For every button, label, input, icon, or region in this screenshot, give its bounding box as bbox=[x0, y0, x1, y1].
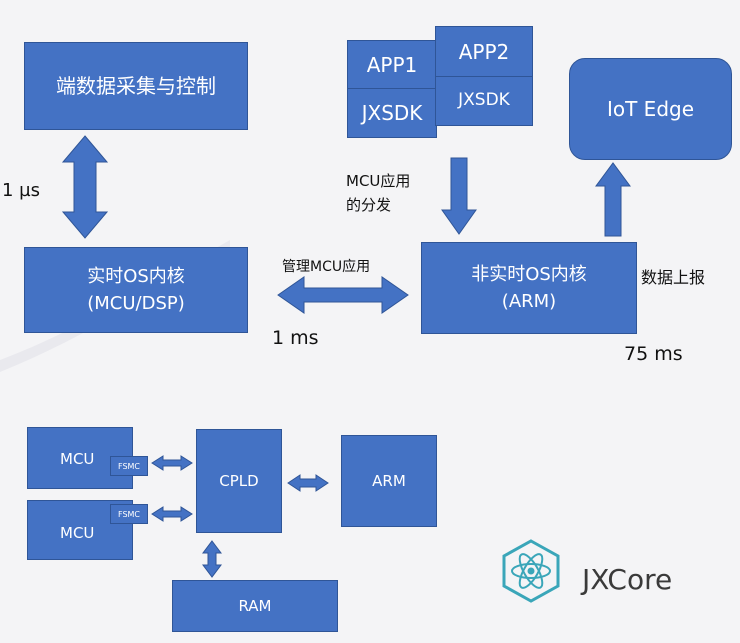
fsmc2-label: FSMC bbox=[117, 509, 141, 519]
app1-label: APP1 bbox=[366, 53, 418, 77]
latency-1us-label: 1 µs bbox=[2, 180, 41, 201]
fsmc1-label: FSMC bbox=[117, 461, 141, 471]
jxsdk2-box: JXSDK bbox=[435, 76, 533, 126]
ram-label: RAM bbox=[238, 596, 272, 615]
cpld-label: CPLD bbox=[219, 471, 259, 490]
data-collection-box: 端数据采集与控制 bbox=[24, 42, 248, 130]
cpld-ram-arrow bbox=[202, 540, 222, 578]
nrt-kernel-title: 非实时OS内核 bbox=[471, 264, 587, 285]
arm-label: ARM bbox=[372, 471, 406, 490]
fsmc2-box: FSMC bbox=[110, 504, 148, 524]
mcu1-label: MCU bbox=[60, 450, 95, 468]
jxsdk2-label: JXSDK bbox=[458, 90, 510, 111]
up-arrow-report bbox=[595, 162, 631, 237]
mcu1-cpld-arrow bbox=[151, 455, 193, 471]
app1-box: APP1 bbox=[347, 40, 437, 90]
rt-kernel-title: 实时OS内核 bbox=[87, 266, 185, 287]
latency-75ms-label: 75 ms bbox=[624, 343, 683, 365]
brand-name: JXCore bbox=[582, 563, 673, 596]
app2-label: APP2 bbox=[458, 40, 510, 64]
cpld-arm-arrow bbox=[287, 474, 329, 492]
cpld-box: CPLD bbox=[196, 429, 282, 533]
rt-kernel-subtitle: (MCU/DSP) bbox=[87, 293, 185, 314]
app2-box: APP2 bbox=[435, 26, 533, 78]
vertical-double-arrow bbox=[61, 135, 109, 239]
manage-mcu-label: 管理MCU应用 bbox=[282, 259, 371, 275]
mcu-dist-line2-label: 的分发 bbox=[346, 196, 392, 214]
ram-box: RAM bbox=[172, 580, 338, 632]
jxcore-logo-icon bbox=[502, 539, 560, 603]
iot-edge-box: IoT Edge bbox=[569, 58, 732, 160]
fsmc1-box: FSMC bbox=[110, 456, 148, 476]
mcu2-cpld-arrow bbox=[151, 506, 193, 522]
iot-edge-label: IoT Edge bbox=[606, 97, 695, 121]
jxsdk1-label: JXSDK bbox=[361, 101, 423, 125]
mcu-dist-line1-label: MCU应用 bbox=[346, 172, 411, 190]
latency-1ms-label: 1 ms bbox=[272, 327, 319, 349]
nrt-kernel-box: 非实时OS内核 (ARM) bbox=[421, 242, 637, 334]
mcu2-label: MCU bbox=[60, 524, 95, 542]
data-collection-label: 端数据采集与控制 bbox=[56, 74, 216, 98]
horizontal-double-arrow bbox=[277, 276, 409, 314]
rt-kernel-box: 实时OS内核 (MCU/DSP) bbox=[24, 247, 248, 333]
down-arrow-distribution bbox=[441, 157, 477, 235]
jxsdk1-box: JXSDK bbox=[347, 88, 437, 138]
arm-box: ARM bbox=[341, 435, 437, 527]
nrt-kernel-subtitle: (ARM) bbox=[501, 291, 557, 312]
data-report-label: 数据上报 bbox=[641, 268, 706, 287]
